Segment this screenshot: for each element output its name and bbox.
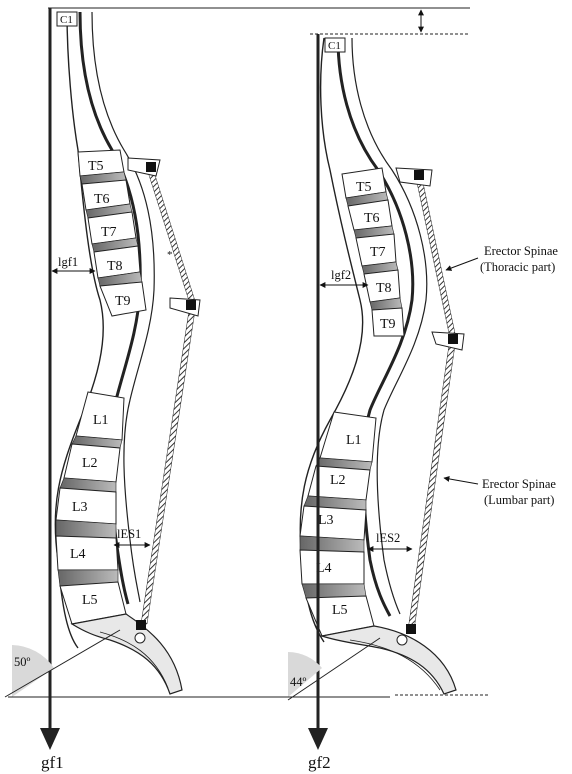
left-vertebra-t6: T6 xyxy=(94,192,110,207)
right-vertebra-t9: T9 xyxy=(380,317,396,332)
right-lever-erector-label: lES2 xyxy=(376,531,400,545)
right-gravity-arrowhead xyxy=(308,728,328,750)
left-c1-box xyxy=(56,11,78,27)
erector-spinae-thoracic-annotation: Erector Spinae (Thoracic part) xyxy=(445,244,558,274)
left-gravity-arrowhead xyxy=(40,728,60,750)
thoracic-annotation-line1: Erector Spinae xyxy=(484,244,558,258)
left-asterisk: * xyxy=(167,249,173,261)
right-vertebra-l1: L1 xyxy=(346,433,362,448)
right-c1-label: C1 xyxy=(328,40,341,52)
left-vertebra-t9: T9 xyxy=(115,294,131,309)
left-c1-label: C1 xyxy=(60,14,73,26)
left-lumbar-insertion xyxy=(136,620,146,630)
left-sacral-angle-arc xyxy=(12,645,54,697)
left-lumbar-vertebrae: L1 L2 L3 L4 L5 xyxy=(55,391,127,625)
right-spinal-cord-outer xyxy=(336,37,415,617)
right-vertebra-l3: L3 xyxy=(318,513,334,528)
thoracic-annotation-arrow xyxy=(445,257,479,271)
right-sacral-foramen xyxy=(396,634,408,646)
left-vertebra-t5: T5 xyxy=(88,159,104,174)
right-lumbar-vertebrae: L1 L2 L3 L4 L5 xyxy=(299,411,377,637)
right-lumbar-insertion xyxy=(406,624,416,634)
right-vertebra-l2: L2 xyxy=(330,473,346,488)
lumbar-annotation-line2: (Lumbar part) xyxy=(484,493,554,507)
right-sacral-angle-arc xyxy=(288,652,322,697)
right-c1-box xyxy=(324,37,346,53)
right-erector-spinae-thoracic xyxy=(415,177,457,339)
left-sacral-foramen xyxy=(134,632,146,644)
left-lever-erector-label: lES1 xyxy=(117,527,141,541)
left-thoracic-vertebrae: T5 T6 T7 T8 T9 xyxy=(77,149,147,317)
right-vertebra-l4: L4 xyxy=(316,561,332,576)
right-spine: T5 T6 T7 T8 T9 L1 L2 L3 L4 L5 C1 xyxy=(286,34,465,772)
right-sacral-angle-label: 44º xyxy=(290,675,307,689)
right-thoracic-vertebrae: T5 T6 T7 T8 T9 xyxy=(341,167,405,337)
thoracic-annotation-line2: (Thoracic part) xyxy=(480,260,555,274)
right-spinal-cord-inner xyxy=(351,37,428,615)
right-vertebra-t8: T8 xyxy=(376,281,392,296)
lumbar-annotation-line1: Erector Spinae xyxy=(482,477,556,491)
left-vertebra-l1: L1 xyxy=(93,413,109,428)
right-vertebra-l5: L5 xyxy=(332,603,348,618)
left-erector-spinae-lumbar xyxy=(140,303,197,625)
left-gravity-force-label: gf1 xyxy=(41,753,64,772)
left-lever-gravity-label: lgf1 xyxy=(58,255,78,269)
left-erector-spinae-thoracic xyxy=(147,171,197,305)
left-spinal-cord-inner xyxy=(91,11,155,603)
right-erector-spinae-lumbar xyxy=(407,337,457,631)
right-sacrum xyxy=(319,625,457,695)
left-vertebra-l5: L5 xyxy=(82,593,98,608)
left-vertebra-l2: L2 xyxy=(82,456,98,471)
left-vertebra-t8: T8 xyxy=(107,259,123,274)
left-vertebra-t7: T7 xyxy=(101,225,117,240)
lumbar-annotation-arrow xyxy=(443,475,479,485)
left-sacral-angle-label: 50º xyxy=(14,655,31,669)
right-vertebra-t5: T5 xyxy=(356,180,372,195)
left-sacrum xyxy=(70,613,183,695)
right-gravity-force-label: gf2 xyxy=(308,753,331,772)
left-vertebra-l3: L3 xyxy=(72,500,88,515)
right-lever-gravity-label: lgf2 xyxy=(331,268,351,282)
left-vertebra-l4: L4 xyxy=(70,547,86,562)
right-vertebra-t6: T6 xyxy=(364,211,380,226)
erector-spinae-lumbar-annotation: Erector Spinae (Lumbar part) xyxy=(443,475,556,507)
right-vertebra-t7: T7 xyxy=(370,245,386,260)
left-spine: T5 T6 T7 T8 T9 L1 L2 L3 L4 L5 xyxy=(4,8,201,772)
